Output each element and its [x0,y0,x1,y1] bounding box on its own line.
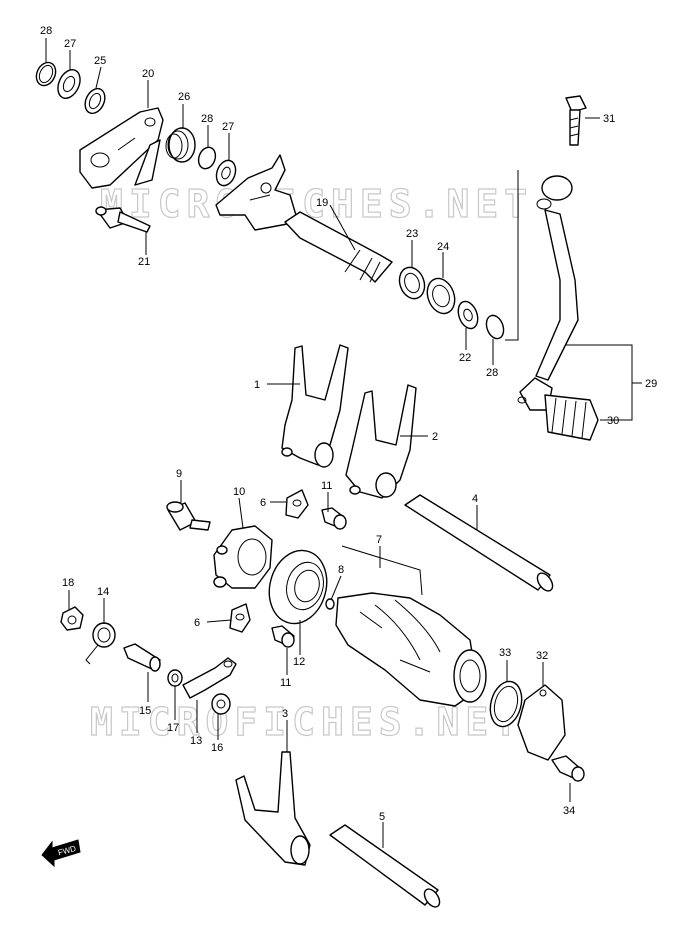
part-15-bolt [123,643,161,672]
callout-33: 33 [499,647,511,659]
callout-12: 12 [293,656,305,668]
callout-32: 32 [536,650,548,662]
callout-6-b: 6 [194,617,200,629]
part-11-screw-top [321,507,347,530]
bracket-shift-shaft [505,170,519,341]
callout-28-c: 28 [486,367,498,379]
part-6-plate-bottom [229,603,251,633]
callout-9: 9 [176,468,182,480]
part-18-nut [60,606,84,631]
bracket-7 [341,545,423,596]
callout-23: 23 [406,228,418,240]
callout-31: 31 [603,113,615,125]
part-14-spring [85,622,116,665]
part-4-shaft [404,494,554,592]
part-28-circlip-right [485,314,505,340]
part-2-gear-shift-fork [345,384,417,499]
callout-28-a: 28 [40,25,52,37]
callouts: 28 27 25 20 26 28 27 19 21 23 24 22 28 3… [40,25,657,823]
callout-22: 22 [459,352,471,364]
part-17-washer [167,669,183,687]
part-9-pin [166,501,211,531]
part-12-bearing [268,549,328,625]
part-31-bolt [565,95,587,146]
callout-8: 8 [338,564,344,576]
part-shift-shaft-yoke [215,154,299,231]
part-21-bolt [95,206,151,233]
part-34-bolt [551,755,585,782]
callout-29: 29 [645,378,657,390]
part-27-washer-top [57,69,81,99]
callout-27-a: 27 [64,38,76,50]
callout-28-b: 28 [201,113,213,125]
callout-5: 5 [379,811,385,823]
callout-20: 20 [142,68,154,80]
part-25-washer [84,87,106,115]
leader-lines [45,38,642,848]
callout-24: 24 [437,241,449,253]
part-32-cover [517,684,566,761]
callout-18: 18 [62,577,74,589]
part-8-pin [325,598,335,610]
callout-30: 30 [607,415,619,427]
part-26-spring [134,127,196,186]
callout-3: 3 [282,708,288,720]
callout-7: 7 [376,534,382,546]
part-20-arm-plate [79,107,164,189]
watermark-bottom: MICROFICHES.NET [90,700,523,744]
part-33-o-ring [489,680,523,728]
callout-21: 21 [138,256,150,268]
callout-19: 19 [316,197,328,209]
part-11-screw-bottom [271,625,295,648]
part-28-circlip-mid [197,146,217,170]
callout-26: 26 [178,91,190,103]
part-29-gear-shift-lever [517,175,579,411]
part-16-washer [211,693,231,715]
part-22-washer [457,300,479,330]
callout-13: 13 [190,735,202,747]
part-30-pedal-rubber [544,394,599,441]
callout-25: 25 [94,55,106,67]
part-28-circlip-top [35,61,57,87]
part-1-gear-shift-fork [281,344,349,468]
part-24-oil-seal [426,277,456,315]
callout-11-b: 11 [280,677,291,689]
callout-15: 15 [139,705,151,717]
part-6-plate-top [285,489,309,519]
callout-11-a: 11 [321,480,332,492]
part-27-washer-mid [215,159,237,187]
part-5-shaft [329,824,441,908]
callout-4: 4 [472,493,478,505]
callout-34: 34 [563,805,575,817]
fwd-arrow-icon: FWD [41,839,81,868]
callout-27-b: 27 [222,121,234,133]
callout-6-a: 6 [260,497,266,509]
callout-1: 1 [254,379,260,391]
part-23-needle-bearing [398,266,426,300]
callout-2: 2 [432,431,438,443]
part-3-gear-shift-fork [235,751,311,866]
part-13-stopper-arm [182,657,237,699]
part-7-gear-shift-cam [335,592,487,707]
callout-17: 17 [167,722,179,734]
callout-14: 14 [97,586,109,598]
part-10-cam-stopper [213,525,273,589]
part-19-shift-shaft [284,211,393,283]
callout-16: 16 [211,742,223,754]
callout-10: 10 [233,486,245,498]
